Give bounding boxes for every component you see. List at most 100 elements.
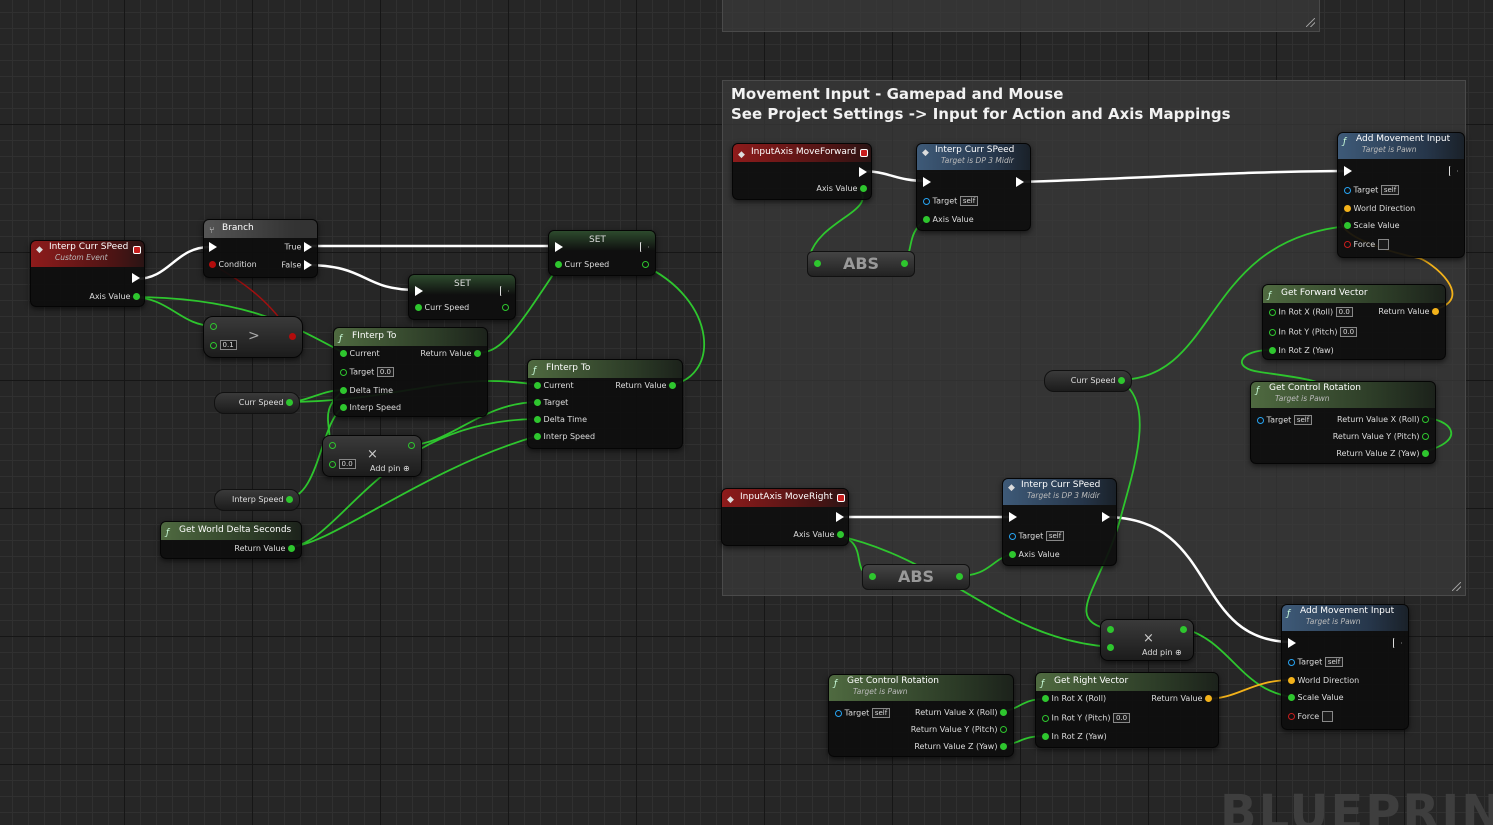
pin-a[interactable] [869,572,876,582]
pin-result[interactable] [956,572,963,582]
exec-out-pin[interactable] [500,286,509,297]
pin-target[interactable]: Target self [835,708,891,719]
exec-out-pin[interactable] [1102,512,1110,523]
pin-target[interactable]: Target self [1257,415,1313,426]
pin-result[interactable] [289,332,296,342]
pin-return-value[interactable]: Return Value [420,349,481,359]
exec-in-pin[interactable] [1344,166,1352,177]
exec-out-pin[interactable] [640,242,649,253]
pin-return-y[interactable]: Return Value Y (Pitch) [1333,432,1429,442]
force-checkbox[interactable] [1377,239,1389,250]
pin-interp-speed[interactable]: Interp Speed [534,432,595,442]
pin-in-rot-x[interactable]: In Rot X (Roll) 0.0 [1269,307,1353,318]
node-greater-than[interactable]: 0.1 > [203,316,303,358]
node-finterp-to-1[interactable]: ƒ FInterp To Current Target 0.0 Delta Ti… [333,327,488,417]
getter-curr-speed-right[interactable]: Curr Speed [1044,370,1132,392]
pin-a[interactable] [329,441,336,451]
node-add-movement-input-1[interactable]: ƒ Add Movement Input Target is Pawn Targ… [1337,132,1465,258]
pin-result[interactable] [901,259,908,269]
pin-curr-speed-out[interactable] [502,303,509,313]
exec-in-pin[interactable] [415,286,423,297]
pin-target[interactable]: Target [534,398,568,408]
exec-out-pin[interactable] [1449,166,1458,177]
pin-result[interactable] [1180,625,1187,635]
pin-axis-value[interactable]: Axis Value [923,215,974,225]
pin-world-direction[interactable]: World Direction [1344,204,1415,214]
exec-out-pin[interactable] [1393,638,1402,649]
event-delegate-pin[interactable] [837,494,845,502]
pin-return-value[interactable]: Return Value [234,544,295,554]
pin-in-rot-z[interactable]: In Rot Z (Yaw) [1269,346,1334,356]
exec-in-pin[interactable] [1009,512,1017,523]
comment-box-top[interactable] [722,0,1320,32]
node-call-interp-curr-speed-2[interactable]: ◆ Interp Curr SPeed Target is DP 3 Midir… [1002,478,1117,566]
pin-current[interactable]: Current [534,381,574,391]
exec-in-pin[interactable] [923,177,931,188]
pin-b[interactable]: 0.0 [329,459,356,470]
exec-out-pin[interactable] [859,167,867,178]
node-set-curr-speed-mid[interactable]: SET Curr Speed [408,274,516,320]
pin-return-value[interactable]: Return Value [1151,694,1212,704]
pin-return-y[interactable]: Return Value Y (Pitch) [911,725,1007,735]
pin-axis-value[interactable]: Axis Value [1009,550,1060,560]
force-checkbox[interactable] [1321,711,1333,722]
exec-out-pin[interactable] [132,273,140,284]
node-multiply-right[interactable]: × Add pin ⊕ [1100,619,1194,661]
comment-resize-handle[interactable] [1306,18,1315,27]
pin-in-rot-x[interactable]: In Rot X (Roll) [1042,694,1106,704]
pin-axis-value[interactable]: Axis Value [793,530,844,540]
pin-return-value[interactable]: Return Value [1378,307,1439,317]
pin-return-z[interactable]: Return Value Z (Yaw) [914,742,1007,752]
pin-target[interactable]: Target self [923,196,979,207]
pin-scale-value[interactable]: Scale Value [1344,221,1400,231]
pin-a[interactable] [1107,625,1114,635]
pin-target[interactable]: Target self [1344,185,1400,196]
node-get-control-rotation-2[interactable]: ƒ Get Control Rotation Target is Pawn Ta… [828,674,1014,757]
node-add-movement-input-2[interactable]: ƒ Add Movement Input Target is Pawn Targ… [1281,604,1409,730]
pin-interp-speed[interactable]: Interp Speed [340,403,401,413]
getter-interp-speed[interactable]: Interp Speed [214,489,300,511]
node-get-world-delta-seconds[interactable]: ƒ Get World Delta Seconds Return Value [160,521,302,559]
pin-result[interactable] [408,441,415,451]
add-pin-button[interactable]: Add pin ⊕ [370,464,410,473]
pin-world-direction[interactable]: World Direction [1288,676,1359,686]
pin-a[interactable] [814,259,821,269]
node-call-interp-curr-speed-1[interactable]: ◆ Interp Curr SPeed Target is DP 3 Midir… [916,143,1031,231]
node-finterp-to-2[interactable]: ƒ FInterp To Current Target Delta Time I… [527,359,683,449]
pin-curr-speed[interactable]: Curr Speed [415,303,469,313]
node-custom-event-interp-curr-speed[interactable]: ◆ Interp Curr SPeed Custom Event Axis Va… [30,240,145,307]
pin-target[interactable]: Target self [1009,531,1065,542]
pin-curr-speed[interactable]: Curr Speed [555,260,609,270]
pin-delta-time[interactable]: Delta Time [340,386,393,396]
exec-out-pin[interactable] [1016,177,1024,188]
comment-resize-handle[interactable] [1452,582,1461,591]
node-abs-2[interactable]: ABS [862,564,970,590]
pin-axis-value[interactable]: Axis Value [816,184,867,194]
pin-in-rot-y[interactable]: In Rot Y (Pitch) 0.0 [1042,713,1131,724]
exec-in-pin[interactable] [1288,638,1296,649]
pin-scale-value[interactable]: Scale Value [1288,693,1344,703]
pin-axis-value[interactable]: Axis Value [89,292,140,302]
node-abs-1[interactable]: ABS [807,251,915,277]
node-set-curr-speed-top[interactable]: SET Curr Speed [548,230,656,276]
exec-in-pin[interactable] [555,242,563,253]
node-multiply-left[interactable]: 0.0 × Add pin ⊕ [322,435,422,477]
pin-target[interactable]: Target self [1288,657,1344,668]
node-get-forward-vector[interactable]: ƒ Get Forward Vector In Rot X (Roll) 0.0… [1262,284,1446,360]
pin-return-x[interactable]: Return Value X (Roll) [1337,415,1429,425]
node-get-control-rotation-1[interactable]: ƒ Get Control Rotation Target is Pawn Ta… [1250,381,1436,464]
event-delegate-pin[interactable] [133,246,141,254]
pin-in-rot-y[interactable]: In Rot Y (Pitch) 0.0 [1269,327,1358,338]
pin-delta-time[interactable]: Delta Time [534,415,587,425]
pin-return-value[interactable]: Return Value [615,381,676,391]
pin-target[interactable]: Target 0.0 [340,367,394,378]
exec-in-pin[interactable] [209,242,217,253]
pin-b[interactable] [1107,643,1114,653]
node-get-right-vector[interactable]: ƒ Get Right Vector In Rot X (Roll) In Ro… [1035,672,1219,748]
node-inputaxis-moveright[interactable]: ◆ InputAxis MoveRight Axis Value [721,488,849,546]
pin-b[interactable]: 0.1 [210,340,237,351]
node-inputaxis-moveforward[interactable]: ◆ InputAxis MoveForward Axis Value [732,143,872,200]
pin-force[interactable]: Force [1344,239,1389,250]
pin-true[interactable]: True [284,242,312,253]
